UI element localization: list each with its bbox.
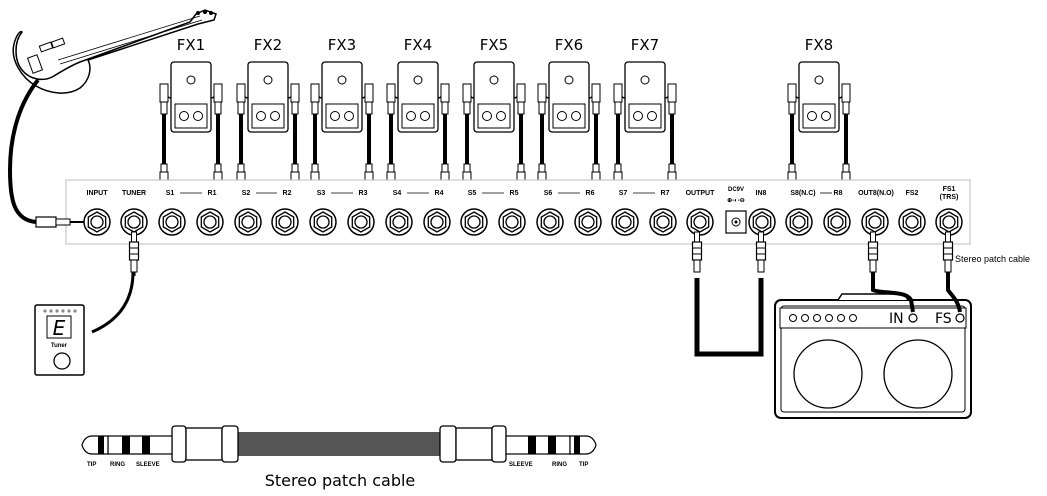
output-plug (691, 231, 703, 273)
return-6-label: R6 (586, 190, 595, 197)
amp-fs-label: FS (935, 311, 952, 327)
panel-jack-1 (83, 208, 111, 236)
tuner-plug (128, 231, 140, 273)
fs1-plug (942, 231, 954, 273)
panel-jack-22 (861, 208, 889, 236)
amp-speaker-right (883, 339, 953, 409)
fx-pedal-1: FX1 (159, 36, 223, 208)
amp-in-jack (908, 313, 918, 323)
return-2-label: R2 (283, 190, 292, 197)
tuner-display: E (53, 316, 66, 340)
panel-jack-13 (536, 208, 564, 236)
panel-jack-7 (309, 208, 337, 236)
fs1-label: FS1 (943, 186, 956, 193)
amplifier: IN FS (774, 293, 972, 419)
left-tip-label: TIP (87, 462, 96, 468)
fx-label: FX5 (480, 36, 508, 54)
panel-jack-24 (935, 208, 963, 236)
side-cable-label: Stereo patch cable (955, 254, 1030, 264)
fx-label: FX7 (631, 36, 659, 54)
amp-in-label: IN (889, 311, 904, 327)
panel-jack-5 (234, 208, 262, 236)
dc-label: DC9V (728, 187, 744, 193)
panel-jack-8 (347, 208, 375, 236)
left-sleeve-label: SLEEVE (136, 462, 160, 468)
send-7-label: S7 (619, 190, 628, 197)
send-5-label: S5 (468, 190, 477, 197)
output-label: OUTPUT (686, 190, 716, 197)
fx-pedal-8: FX8 (787, 36, 851, 208)
panel-jack-14 (574, 208, 602, 236)
fx-label: FX2 (254, 36, 282, 54)
panel-jack-11 (460, 208, 488, 236)
fx-label: FX8 (805, 36, 833, 54)
left-ring-label: RING (110, 462, 125, 468)
in8-label: IN8 (756, 190, 767, 197)
return-patch-cable (664, 83, 677, 208)
panel-jack-19 (748, 208, 776, 236)
send-2-label: S2 (242, 190, 251, 197)
return-5-label: R5 (510, 190, 519, 197)
return-4-label: R4 (435, 190, 444, 197)
return-7-label: R7 (661, 190, 670, 197)
panel-jack-2 (120, 208, 148, 236)
send-1-label: S1 (166, 190, 175, 197)
right-tip-label: TIP (579, 462, 588, 468)
send-6-label: S6 (544, 190, 553, 197)
fx-label: FX1 (177, 36, 205, 54)
fs1-trs-label: (TRS) (940, 194, 959, 201)
fs2-label: FS2 (906, 190, 919, 197)
fx-pedal-3: FX3 (310, 36, 374, 208)
guitar-icon (12, 9, 217, 94)
return-3-label: R3 (359, 190, 368, 197)
tuner-device: E Tuner (34, 304, 85, 376)
amp-fs-jack (955, 313, 965, 323)
panel-jack-16 (649, 208, 677, 236)
send-4-label: S4 (393, 190, 402, 197)
panel-jack-23 (898, 208, 926, 236)
right-sleeve-label: SLEEVE (509, 462, 533, 468)
panel-jack-3 (158, 208, 186, 236)
send-patch-cable (159, 83, 172, 208)
fx-pedal-5: FX5 (462, 36, 526, 208)
out8-label: OUT8(N.O) (858, 190, 894, 197)
panel-jack-20 (785, 208, 813, 236)
panel-jack-10 (423, 208, 451, 236)
fx-label: FX3 (328, 36, 356, 54)
panel-jack-9 (385, 208, 413, 236)
panel-jack-21 (823, 208, 851, 236)
fx-label: FX6 (555, 36, 583, 54)
dc-polarity-icon: ⊕-◐-⊖ (727, 198, 745, 204)
panel-jack-17 (686, 208, 714, 236)
return-patch-cable (588, 83, 601, 208)
panel-jack-6 (271, 208, 299, 236)
fx-pedal-6: FX6 (537, 36, 601, 208)
input-label: INPUT (87, 190, 109, 197)
right-ring-label: RING (552, 462, 567, 468)
tuner-label: Tuner (51, 343, 68, 349)
panel-jack-4 (196, 208, 224, 236)
tuner-label: TUNER (122, 190, 146, 197)
return-8-label: R8 (834, 190, 843, 197)
panel-jack-15 (611, 208, 639, 236)
send-patch-cable (462, 83, 475, 208)
bottom-cable-caption: Stereo patch cable (265, 471, 416, 490)
fx-label: FX4 (404, 36, 432, 54)
panel-jack-12 (498, 208, 526, 236)
send-patch-cable (310, 83, 323, 208)
stereo-patch-cable: TIP RING SLEEVE SLEEVE RING TIP Stereo p… (81, 425, 597, 490)
send-8-label: S8(N.C) (790, 190, 815, 197)
return-1-label: R1 (208, 190, 217, 197)
in8-plug (755, 231, 767, 273)
tuner-footswitch (53, 352, 71, 370)
amp-speaker-left (793, 339, 863, 409)
send-3-label: S3 (317, 190, 326, 197)
